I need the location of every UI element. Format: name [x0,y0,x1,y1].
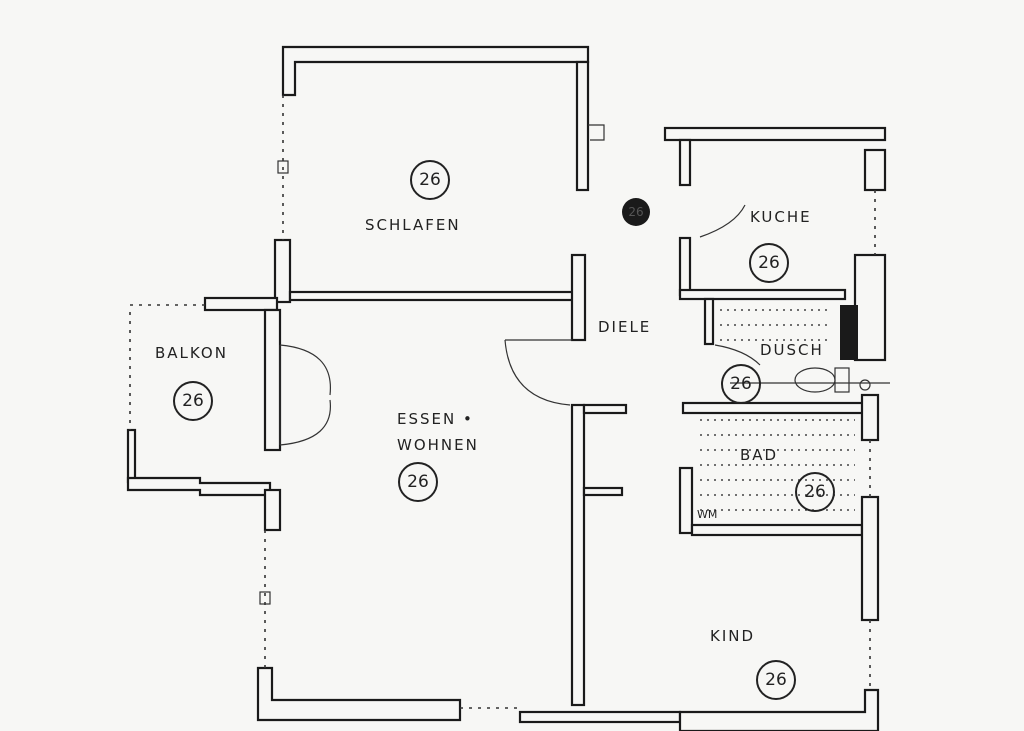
room-label: BAD [740,446,778,464]
room-number-circle [173,381,213,421]
room-schlafen: SCHLAFEN 26 [365,160,461,234]
room-kind: KIND 26 [710,627,796,700]
room-number-circle [410,160,450,200]
room-label-line2: WOHNEN [397,436,479,454]
room-bad: BAD 26 WM [697,446,835,521]
walls [126,45,887,731]
room-number-circle [749,243,789,283]
room-number: 26 [628,205,643,219]
room-label-line1: ESSEN • [397,410,474,428]
room-label: SCHLAFEN [365,216,461,234]
room-essen-wohnen: ESSEN • WOHNEN 26 [397,410,479,502]
doors [279,204,761,446]
room-diele: 26 DIELE [598,198,651,336]
room-number-circle [756,660,796,700]
windows [129,95,876,709]
room-label: DUSCH [760,341,824,359]
room-kuche: KUCHE 26 [749,208,812,283]
room-number: 26 [758,253,780,273]
room-label: BALKON [155,344,228,362]
room-number-circle [398,462,438,502]
room-number-circle [622,198,650,226]
room-number: 26 [419,170,441,190]
room-number: 26 [182,391,204,411]
room-balkon: BALKON 26 [155,344,228,421]
room-label: KIND [710,627,755,645]
washing-machine-label: WM [697,508,717,521]
room-number: 26 [804,482,826,502]
room-number: 26 [730,374,752,394]
room-number: 26 [407,472,429,492]
room-number: 26 [765,670,787,690]
room-label: KUCHE [750,208,812,226]
room-number-circle [721,364,761,404]
room-dusch: DUSCH 26 [721,341,824,404]
bath-fixtures [700,309,890,511]
room-label: DIELE [598,318,651,336]
room-number-circle [795,472,835,512]
